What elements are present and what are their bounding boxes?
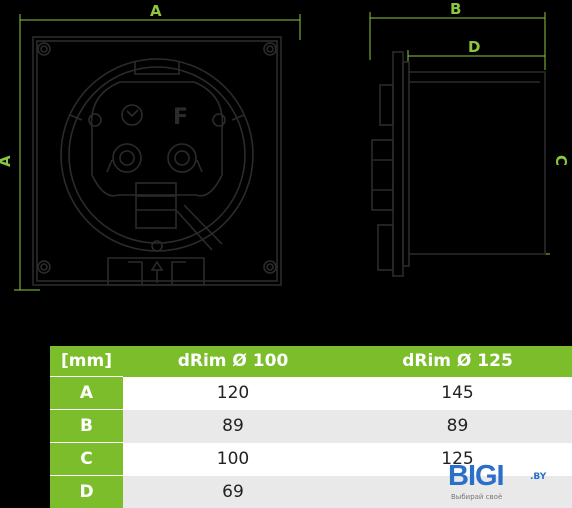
dimension-c-label: C bbox=[552, 155, 570, 166]
col-header-100: dRim Ø 100 bbox=[123, 346, 343, 377]
row-label: A bbox=[50, 377, 123, 410]
table-header-row: [mm] dRim Ø 100 dRim Ø 125 bbox=[50, 346, 572, 377]
value-100: 89 bbox=[123, 410, 343, 443]
dimension-a-vertical bbox=[14, 20, 40, 290]
value-100: 120 bbox=[123, 377, 343, 410]
value-125: 145 bbox=[343, 377, 572, 410]
dimension-a-label: A bbox=[150, 2, 162, 20]
fan-letter: F bbox=[173, 105, 188, 130]
fan-side-view bbox=[372, 52, 545, 276]
value-100: 69 bbox=[123, 476, 343, 508]
fan-front-view: F bbox=[33, 37, 281, 285]
dimension-a-vertical-label: A bbox=[0, 155, 14, 167]
table-row: B 89 89 bbox=[50, 410, 572, 443]
table-row: A 120 145 bbox=[50, 377, 572, 410]
logo-suffix: .BY bbox=[530, 472, 546, 482]
dimension-b-label: B bbox=[450, 0, 461, 18]
bigi-logo: BIGI .BY Выбирай своё bbox=[448, 462, 566, 502]
row-label: D bbox=[50, 476, 123, 508]
unit-header: [mm] bbox=[50, 346, 123, 377]
technical-drawing: A A B D C F bbox=[0, 0, 572, 305]
row-label: B bbox=[50, 410, 123, 443]
value-100: 100 bbox=[123, 443, 343, 476]
dimension-d-label: D bbox=[468, 38, 480, 56]
value-125: 89 bbox=[343, 410, 572, 443]
row-label: C bbox=[50, 443, 123, 476]
logo-word: BIGI bbox=[448, 460, 504, 493]
dimension-b bbox=[370, 12, 545, 70]
logo-tagline: Выбирай своё bbox=[451, 493, 502, 501]
col-header-125: dRim Ø 125 bbox=[343, 346, 572, 377]
